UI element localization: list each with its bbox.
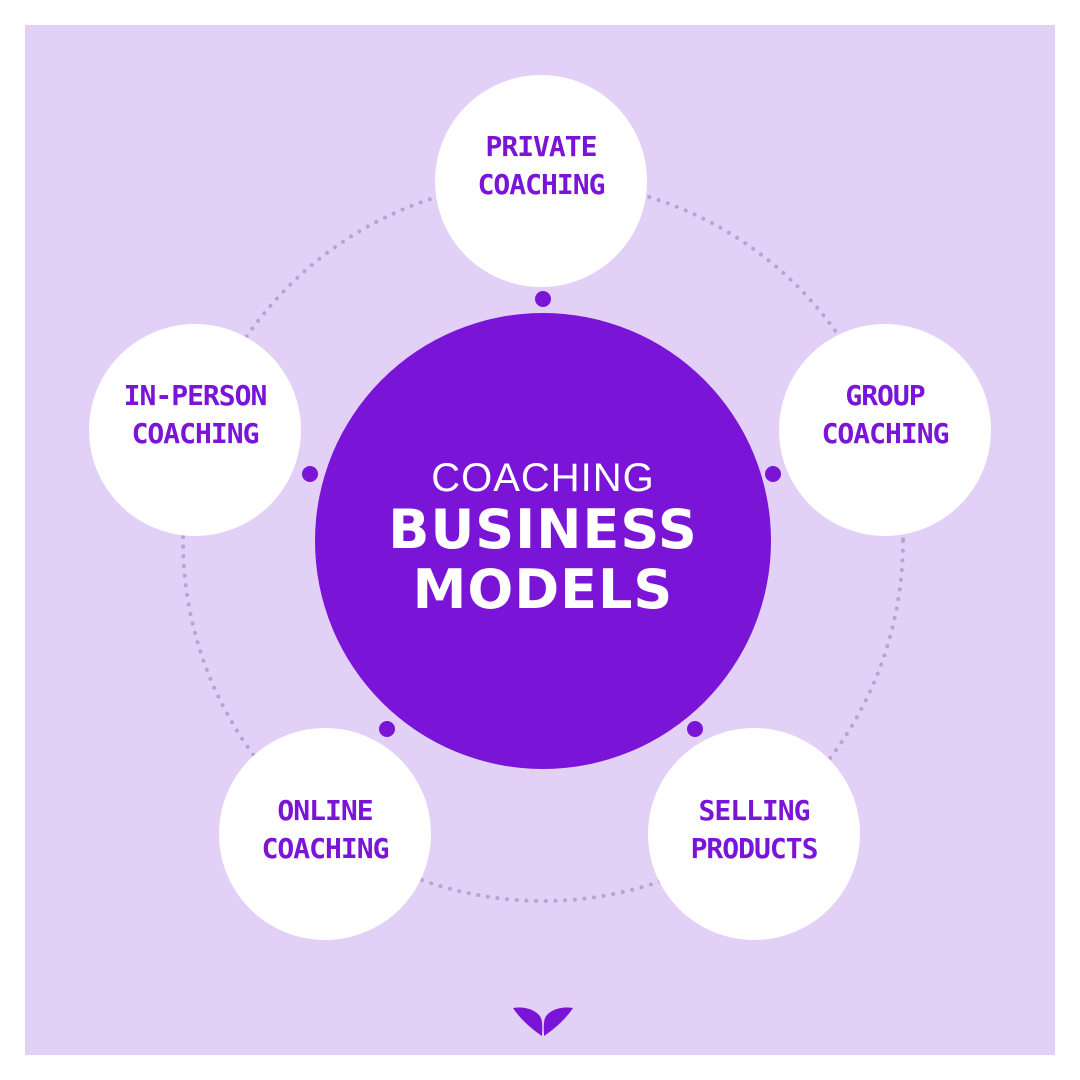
node-label-line1: SELLING	[698, 794, 810, 827]
node-label-line2: PRODUCTS	[690, 832, 819, 865]
leaf-wings-logo-icon	[513, 1007, 573, 1036]
node-label-line1: ONLINE	[277, 794, 373, 827]
connector-dot-in-person	[302, 466, 318, 482]
center-title-line3: MODELS	[412, 558, 674, 621]
center-hub: COACHING BUSINESS MODELS	[315, 313, 771, 769]
node-label-line2: COACHING	[477, 168, 606, 201]
node-label-line1: IN-PERSON	[123, 379, 268, 412]
node-selling-products: SELLING PRODUCTS	[648, 728, 860, 940]
connector-dot-selling	[687, 721, 703, 737]
center-title-line1: COACHING	[431, 456, 655, 500]
node-in-person-coaching: IN-PERSON COACHING	[89, 324, 301, 536]
node-private-coaching: PRIVATE COACHING	[435, 75, 647, 287]
connector-dot-private	[535, 291, 551, 307]
node-label-line1: PRIVATE	[485, 130, 597, 163]
connector-dot-group	[765, 466, 781, 482]
node-label-line2: COACHING	[261, 832, 390, 865]
node-label-line1: GROUP	[845, 379, 925, 412]
node-group-coaching: GROUP COACHING	[779, 324, 991, 536]
node-label-line2: COACHING	[821, 417, 950, 450]
center-title-line2: BUSINESS	[388, 498, 698, 561]
connector-dot-online	[379, 721, 395, 737]
node-label-line2: COACHING	[131, 417, 260, 450]
node-online-coaching: ONLINE COACHING	[219, 728, 431, 940]
